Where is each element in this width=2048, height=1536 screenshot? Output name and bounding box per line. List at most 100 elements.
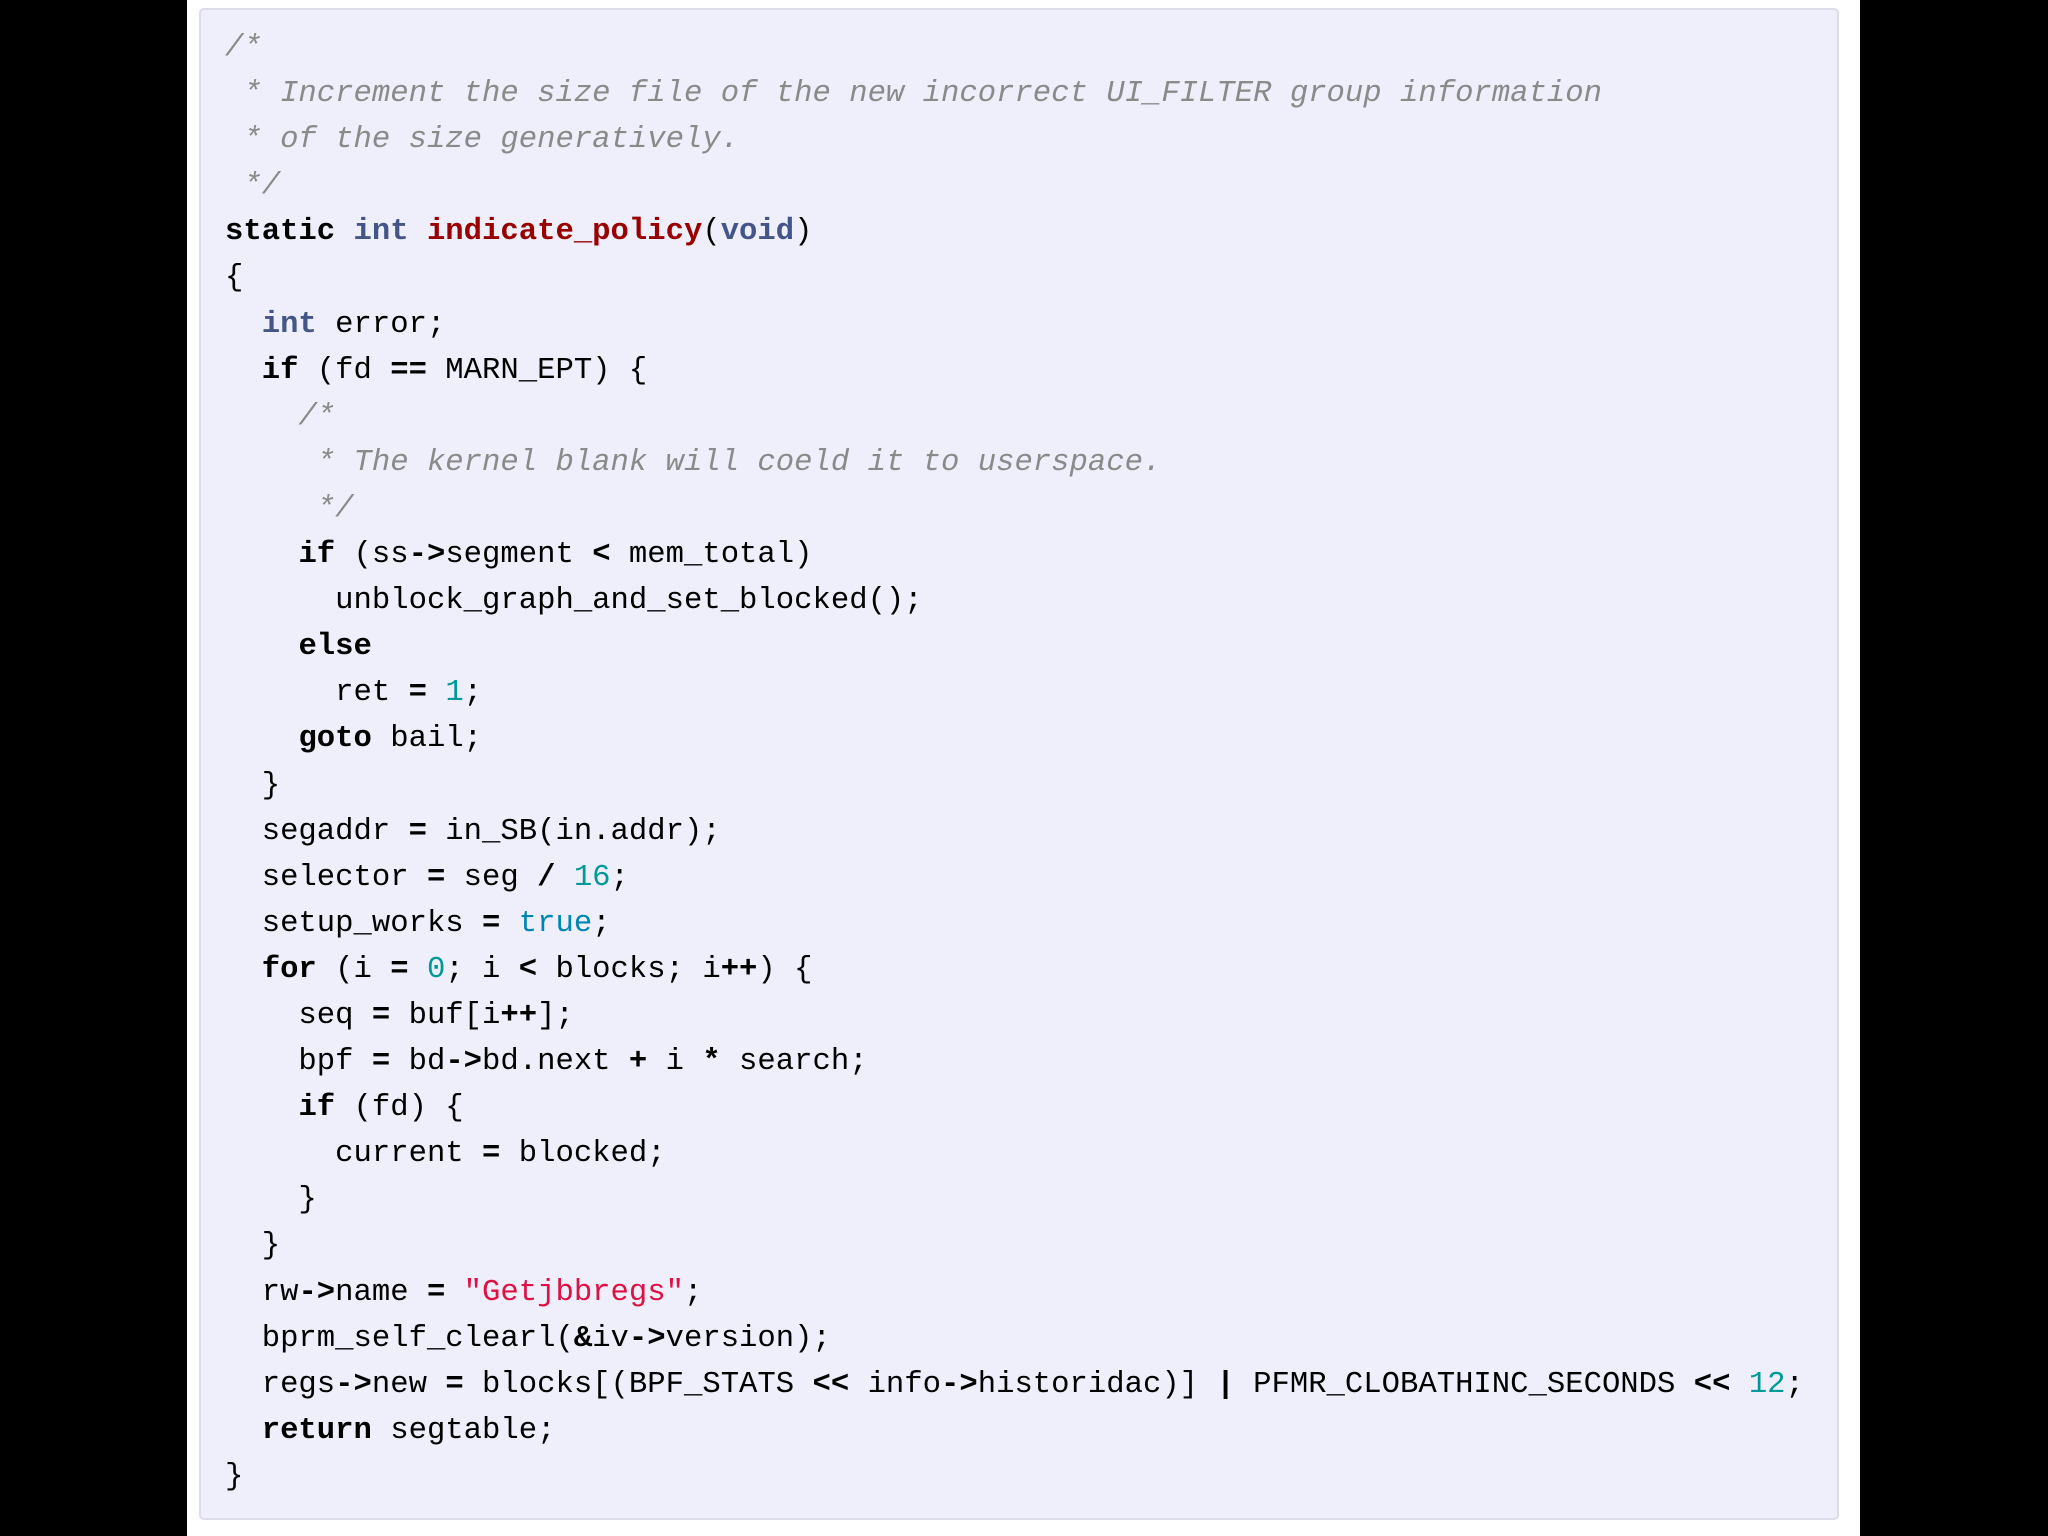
code-comment: * of the size generatively. <box>225 123 740 158</box>
code-text: ) { <box>757 952 813 987</box>
code-text: (fd <box>298 353 391 388</box>
code-text <box>225 722 298 756</box>
code-text: bpf <box>225 1045 372 1080</box>
code-text: in_SB(in.addr); <box>426 814 721 849</box>
code-comment: * Increment the size file of the new inc… <box>225 77 1602 112</box>
code-keyword: static <box>225 215 336 250</box>
code-string: "Getjbbregs" <box>463 1275 684 1310</box>
code-text: ; <box>683 1275 703 1310</box>
code-text: blocks[(BPF_STATS <box>463 1367 813 1402</box>
code-line: * Increment the size file of the new inc… <box>225 71 1804 117</box>
code-text: historidac)] <box>977 1367 1217 1402</box>
code-type: int <box>261 307 317 342</box>
code-line: /* <box>225 394 1804 440</box>
code-text <box>1730 1368 1748 1402</box>
code-line: { <box>225 255 1804 301</box>
code-text: info <box>849 1367 942 1402</box>
code-block[interactable]: /* * Increment the size file of the new … <box>225 25 1804 1500</box>
code-line: bpf = bd->bd.next + i * search; <box>225 1039 1804 1085</box>
code-number: 0 <box>426 952 446 987</box>
code-comment: */ <box>225 491 354 526</box>
code-keyword: if <box>298 1091 336 1126</box>
code-text: current <box>225 1137 483 1172</box>
code-keyword: goto <box>298 722 372 757</box>
code-line: selector = seg / 16; <box>225 855 1804 901</box>
code-line: * of the size generatively. <box>225 117 1804 163</box>
code-text: segtable; <box>371 1413 556 1448</box>
code-text: blocks; i <box>537 952 721 987</box>
code-number: 16 <box>573 860 611 895</box>
code-line: return segtable; <box>225 1408 1804 1454</box>
code-text <box>445 1276 463 1310</box>
code-comment: /* <box>298 399 336 434</box>
code-operator: + <box>628 1045 648 1080</box>
code-operator: -> <box>335 1367 372 1402</box>
code-text: seq <box>225 998 372 1033</box>
code-text: seg <box>445 860 538 895</box>
code-text: ) <box>794 215 813 250</box>
code-number: 12 <box>1748 1367 1786 1402</box>
code-line: bprm_self_clearl(&iv->version); <box>225 1316 1804 1362</box>
code-line: if (fd) { <box>225 1085 1804 1131</box>
code-line: } <box>225 1177 1804 1223</box>
code-text: { <box>225 261 244 296</box>
code-text <box>427 676 445 710</box>
code-keyword: if <box>261 353 299 388</box>
code-line: int error; <box>225 302 1804 348</box>
code-text: ]; <box>537 998 574 1033</box>
code-line: } <box>225 1223 1804 1269</box>
code-operator: = <box>482 1137 501 1172</box>
code-text: bail; <box>371 722 483 757</box>
code-line: rw->name = "Getjbbregs"; <box>225 1270 1804 1316</box>
code-text: bd <box>390 1045 446 1080</box>
code-text: new <box>371 1367 446 1402</box>
code-operator: = <box>371 1045 391 1080</box>
code-text: setup_works <box>225 906 483 941</box>
code-text <box>225 1414 262 1448</box>
code-block-panel <box>199 8 1839 1520</box>
code-type: void <box>720 215 795 250</box>
code-operator: = <box>426 860 446 895</box>
code-text <box>225 538 298 572</box>
code-line: if (ss->segment < mem_total) <box>225 532 1804 578</box>
code-line: if (fd == MARN_EPT) { <box>225 348 1804 394</box>
code-text <box>409 215 427 249</box>
code-text <box>500 907 518 941</box>
code-keyword: for <box>261 952 317 987</box>
code-text: regs <box>225 1367 336 1402</box>
code-operator: = <box>482 906 501 941</box>
code-operator: -> <box>941 1367 978 1402</box>
code-line: /* <box>225 25 1804 71</box>
code-operator: == <box>390 353 427 388</box>
code-text: segaddr <box>225 814 409 849</box>
code-text: ; <box>463 676 483 711</box>
code-operator: = <box>426 1275 446 1310</box>
code-line: static int indicate_policy(void) <box>225 209 1804 255</box>
code-text: search; <box>720 1045 868 1080</box>
code-line: goto bail; <box>225 716 1804 762</box>
code-line: } <box>225 763 1804 809</box>
code-text <box>225 354 262 388</box>
code-operator: < <box>518 952 538 987</box>
code-text <box>225 1091 298 1125</box>
code-keyword: return <box>261 1413 372 1448</box>
code-text: bd.next <box>482 1045 629 1080</box>
code-operator: / <box>537 860 556 895</box>
code-text <box>555 861 573 895</box>
code-text: ; <box>592 906 611 941</box>
code-comment: /* <box>225 31 262 65</box>
code-text: selector <box>225 860 427 895</box>
code-operator: = <box>408 676 427 711</box>
code-operator: -> <box>298 1275 336 1310</box>
code-type: int <box>353 215 409 250</box>
code-text: } <box>225 768 281 803</box>
code-boolean: true <box>518 906 593 941</box>
code-line: * The kernel blank will coeld it to user… <box>225 440 1804 486</box>
code-text: segment <box>445 538 593 573</box>
code-number: 1 <box>445 676 464 711</box>
code-text: name <box>335 1275 427 1310</box>
code-text <box>225 400 298 434</box>
code-line: */ <box>225 486 1804 532</box>
code-text: buf[i <box>390 998 501 1033</box>
code-text: (i <box>316 952 391 987</box>
